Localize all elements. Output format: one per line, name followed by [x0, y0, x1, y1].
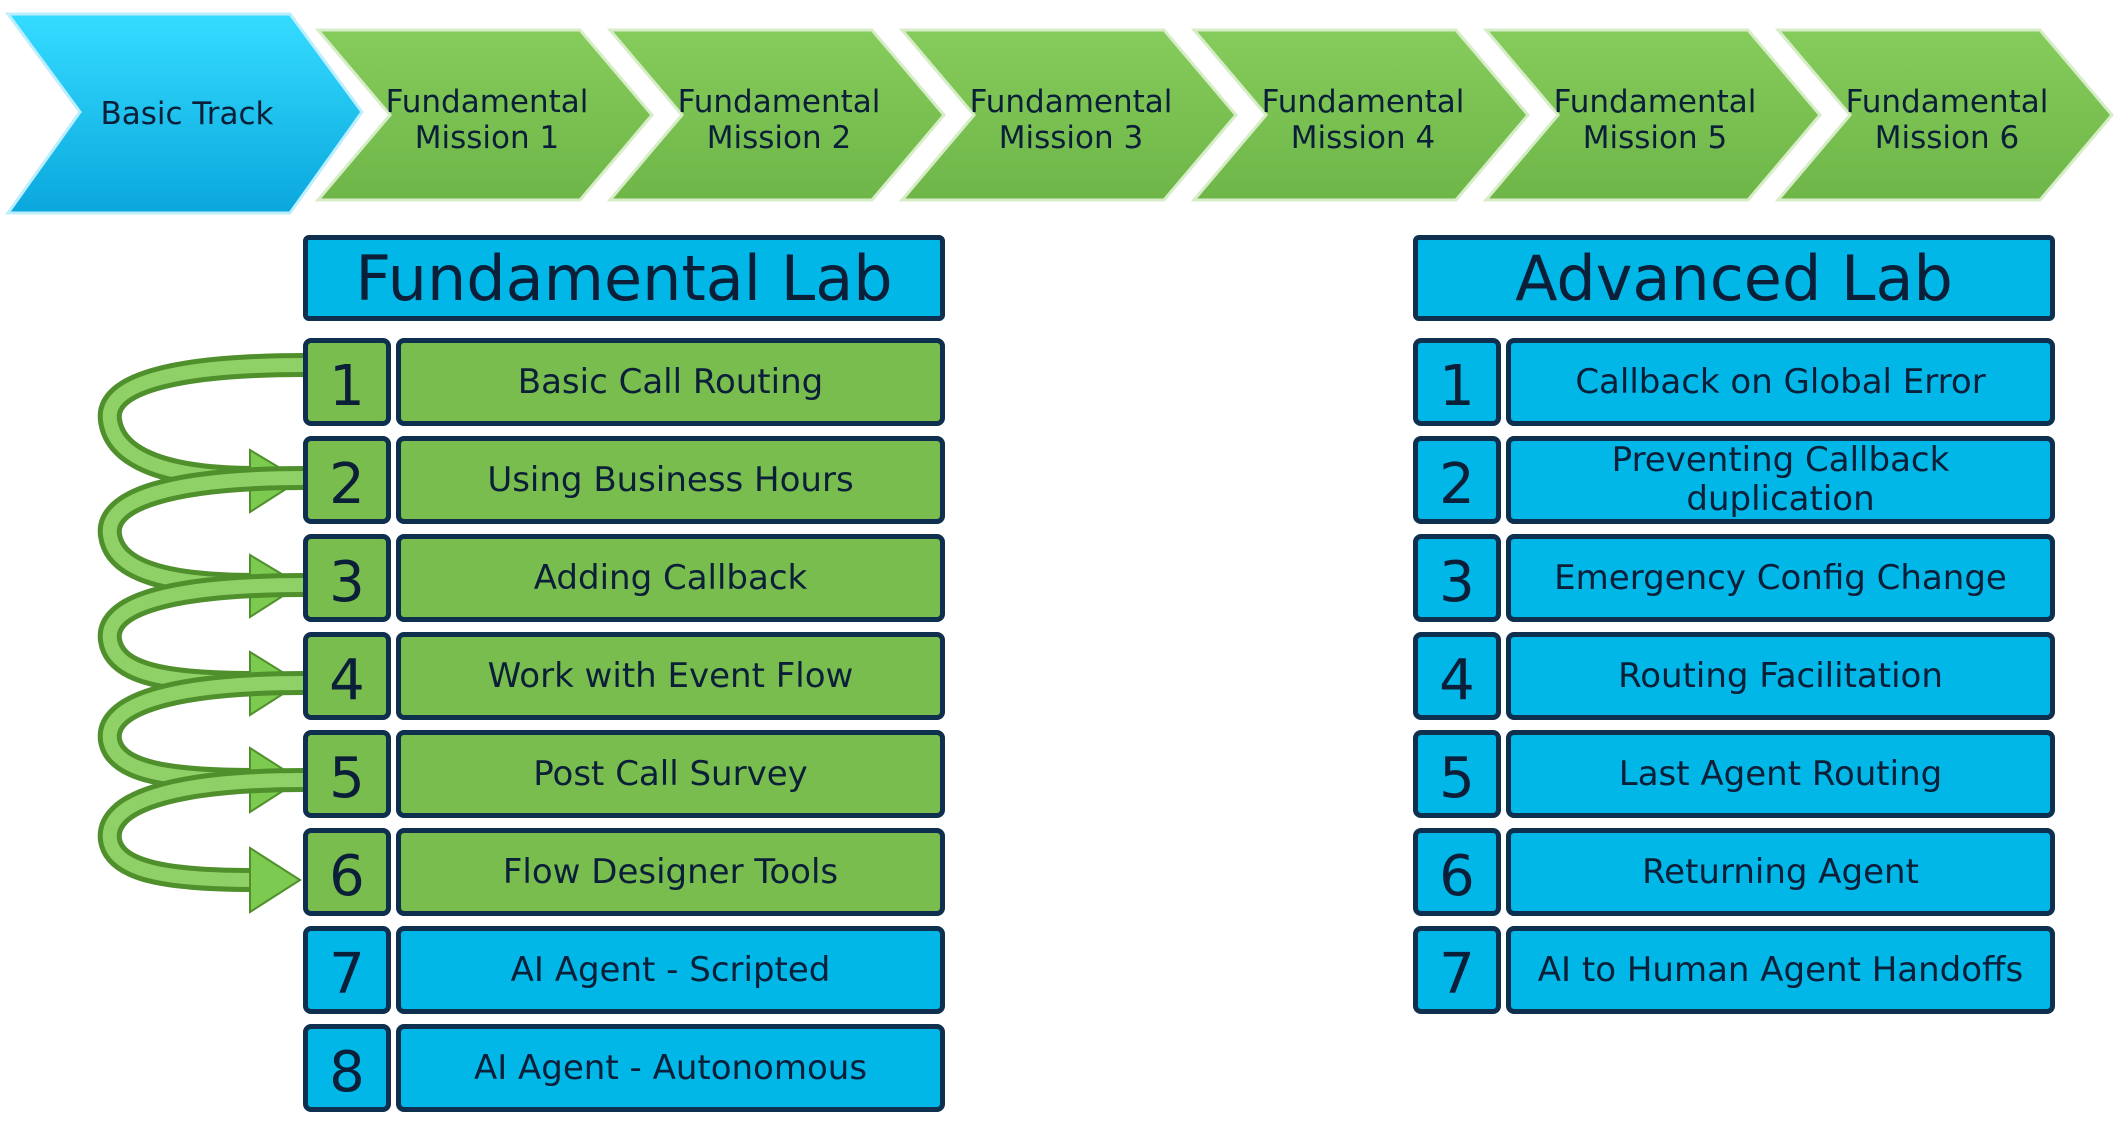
- chevron-basic-track: [5, 12, 364, 215]
- advanced-lab-item: 1 Callback on Global Error: [1413, 338, 2055, 426]
- mission-3-label: Fundamental Mission 3: [969, 84, 1173, 156]
- progression-arrows: [97, 353, 306, 914]
- basic-track-label: Basic Track: [100, 96, 274, 132]
- mission-6-label: Fundamental Mission 6: [1845, 84, 2049, 156]
- item-label: Flow Designer Tools: [396, 828, 945, 916]
- mission-5-label: Fundamental Mission 5: [1553, 84, 1757, 156]
- mission-4-label: Fundamental Mission 4: [1261, 84, 1465, 156]
- fundamental-lab-item: 2 Using Business Hours: [303, 436, 945, 524]
- chevron-mission-2: [606, 28, 946, 202]
- advanced-lab-item: 7 AI to Human Agent Handoffs: [1413, 926, 2055, 1014]
- item-number: 1: [303, 338, 391, 426]
- item-label: AI Agent - Scripted: [396, 926, 945, 1014]
- item-label: Routing Facilitation: [1506, 632, 2055, 720]
- item-number: 3: [303, 534, 391, 622]
- item-number: 4: [1413, 632, 1501, 720]
- item-number: 6: [1413, 828, 1501, 916]
- chevron-mission-6: [1774, 28, 2114, 202]
- item-label: Last Agent Routing: [1506, 730, 2055, 818]
- mission-1-label: Fundamental Mission 1: [385, 84, 589, 156]
- mission-2-label: Fundamental Mission 2: [677, 84, 881, 156]
- fundamental-lab-item: 5 Post Call Survey: [303, 730, 945, 818]
- item-label: Work with Event Flow: [396, 632, 945, 720]
- chevron-mission-4: [1190, 28, 1530, 202]
- item-number: 1: [1413, 338, 1501, 426]
- item-label: Post Call Survey: [396, 730, 945, 818]
- item-number: 4: [303, 632, 391, 720]
- item-label: Preventing Callback duplication: [1506, 436, 2055, 524]
- advanced-lab-item: 5 Last Agent Routing: [1413, 730, 2055, 818]
- fundamental-lab-item: 6 Flow Designer Tools: [303, 828, 945, 916]
- track-chevrons: [5, 12, 2114, 215]
- fundamental-lab-item: 3 Adding Callback: [303, 534, 945, 622]
- advanced-lab-item: 6 Returning Agent: [1413, 828, 2055, 916]
- item-number: 5: [303, 730, 391, 818]
- item-label: Returning Agent: [1506, 828, 2055, 916]
- advanced-lab-title: Advanced Lab: [1413, 235, 2055, 321]
- item-number: 8: [303, 1024, 391, 1112]
- fundamental-lab-title: Fundamental Lab: [303, 235, 945, 321]
- advanced-lab-item: 3 Emergency Config Change: [1413, 534, 2055, 622]
- fundamental-lab-item: 7 AI Agent - Scripted: [303, 926, 945, 1014]
- chevron-mission-3: [898, 28, 1238, 202]
- advanced-lab-item: 2 Preventing Callback duplication: [1413, 436, 2055, 524]
- item-label: Using Business Hours: [396, 436, 945, 524]
- fundamental-lab-item: 4 Work with Event Flow: [303, 632, 945, 720]
- item-label: Adding Callback: [396, 534, 945, 622]
- advanced-lab-item: 4 Routing Facilitation: [1413, 632, 2055, 720]
- chevron-mission-5: [1482, 28, 1822, 202]
- item-number: 3: [1413, 534, 1501, 622]
- chevron-mission-1: [314, 28, 654, 202]
- item-number: 2: [303, 436, 391, 524]
- arrow-5-to-6: [97, 768, 306, 914]
- item-number: 5: [1413, 730, 1501, 818]
- item-number: 7: [1413, 926, 1501, 1014]
- item-label: Callback on Global Error: [1506, 338, 2055, 426]
- fundamental-lab-item: 8 AI Agent - Autonomous: [303, 1024, 945, 1112]
- item-label: AI to Human Agent Handoffs: [1506, 926, 2055, 1014]
- item-label: AI Agent - Autonomous: [396, 1024, 945, 1112]
- fundamental-lab-item: 1 Basic Call Routing: [303, 338, 945, 426]
- item-number: 6: [303, 828, 391, 916]
- item-label: Basic Call Routing: [396, 338, 945, 426]
- item-number: 7: [303, 926, 391, 1014]
- item-number: 2: [1413, 436, 1501, 524]
- item-label: Emergency Config Change: [1506, 534, 2055, 622]
